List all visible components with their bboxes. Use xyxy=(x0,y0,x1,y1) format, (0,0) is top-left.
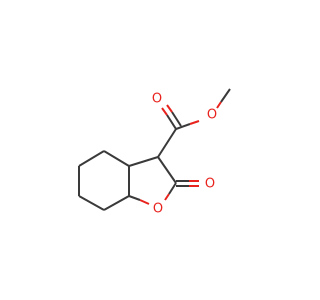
bond-o1-c7a-oxygen-part xyxy=(139,199,150,205)
bond-c7-c7a xyxy=(103,195,130,211)
bond-c2-o1-oxygen-part xyxy=(164,193,170,201)
atom-label-ring-oxygen: O xyxy=(153,202,163,217)
molecule-drawing: O O O O xyxy=(78,88,231,217)
bond-cester-oether-oxygen xyxy=(189,120,200,125)
atom-label-ether-oxygen-ester: O xyxy=(207,108,217,123)
bond-c4-c5 xyxy=(78,150,105,167)
atom-label-lactone-carbonyl-oxygen: O xyxy=(205,177,215,192)
bond-c3a-c3 xyxy=(128,156,159,167)
bond-cester-o-double-a-oxygen xyxy=(161,107,168,116)
bond-oether-methyl-oxygen xyxy=(216,101,222,109)
bond-c2-o1-carbon-part xyxy=(168,182,177,195)
bond-cester-o-double-a-carbon xyxy=(166,114,177,130)
bond-oether-methyl-carbon xyxy=(220,88,231,103)
structure-diagram: O O O O xyxy=(78,88,231,217)
bond-c6-c7 xyxy=(78,195,105,211)
bond-cester-oether-carbon xyxy=(175,123,191,130)
bond-o1-c7a-carbon-part xyxy=(128,195,141,201)
bond-c3-c2 xyxy=(157,156,177,184)
bond-cester-o-double-b-oxygen xyxy=(166,104,173,113)
bond-cester-o-double-b-carbon xyxy=(171,111,182,127)
bond-c3-cester xyxy=(157,128,177,158)
atom-label-carbonyl-oxygen-ester: O xyxy=(152,92,162,107)
bond-c3a-c4 xyxy=(103,150,130,167)
